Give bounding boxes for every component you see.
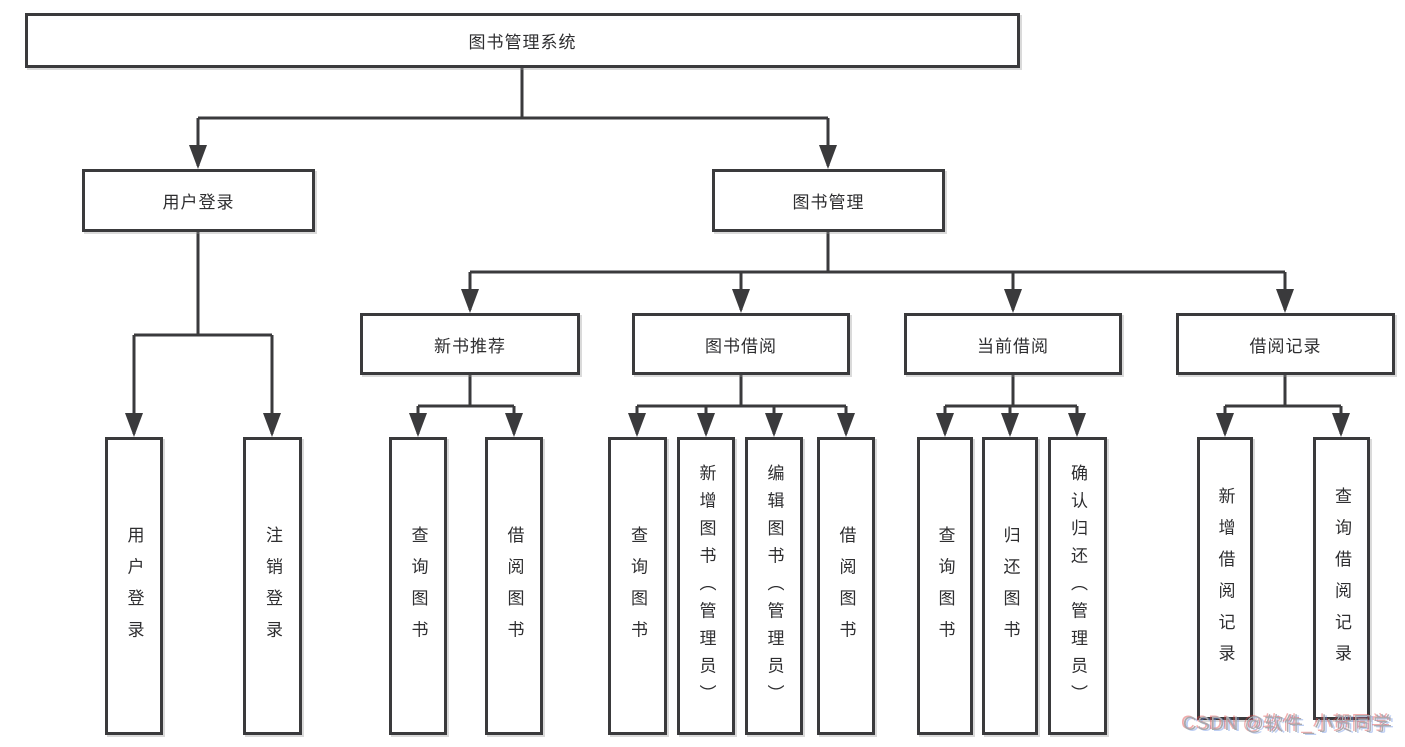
leaf-query-books-borrowing: 查询图书 xyxy=(608,437,667,735)
node-current-borrowing: 当前借阅 xyxy=(904,313,1122,375)
node-book-management: 图书管理 xyxy=(712,169,945,232)
node-borrowing-records: 借阅记录 xyxy=(1176,313,1395,375)
arrowheads xyxy=(125,145,1350,437)
connector-paths xyxy=(132,68,1343,434)
leaf-edit-book-admin: 编辑图书（管理员） xyxy=(745,437,803,735)
leaf-user-login: 用户登录 xyxy=(105,437,163,735)
node-library-management-system: 图书管理系统 xyxy=(25,13,1020,68)
leaf-borrow-books-recommend: 借阅图书 xyxy=(485,437,543,735)
leaf-query-borrowing-record: 查询借阅记录 xyxy=(1313,437,1370,720)
leaf-add-borrowing-record: 新增借阅记录 xyxy=(1197,437,1253,720)
leaf-confirm-return-admin: 确认归还（管理员） xyxy=(1048,437,1107,735)
node-new-book-recommendation: 新书推荐 xyxy=(360,313,580,375)
leaf-query-books-recommend: 查询图书 xyxy=(389,437,447,735)
leaf-logout: 注销登录 xyxy=(243,437,302,735)
leaf-add-book-admin: 新增图书（管理员） xyxy=(677,437,735,735)
leaf-return-books: 归还图书 xyxy=(982,437,1038,735)
csdn-watermark: CSDN @软件_小贺同学 xyxy=(1183,714,1393,735)
leaf-borrow-books-borrowing: 借阅图书 xyxy=(817,437,875,735)
node-book-borrowing: 图书借阅 xyxy=(632,313,850,375)
leaf-query-books-current: 查询图书 xyxy=(917,437,973,735)
node-user-login: 用户登录 xyxy=(82,169,315,232)
